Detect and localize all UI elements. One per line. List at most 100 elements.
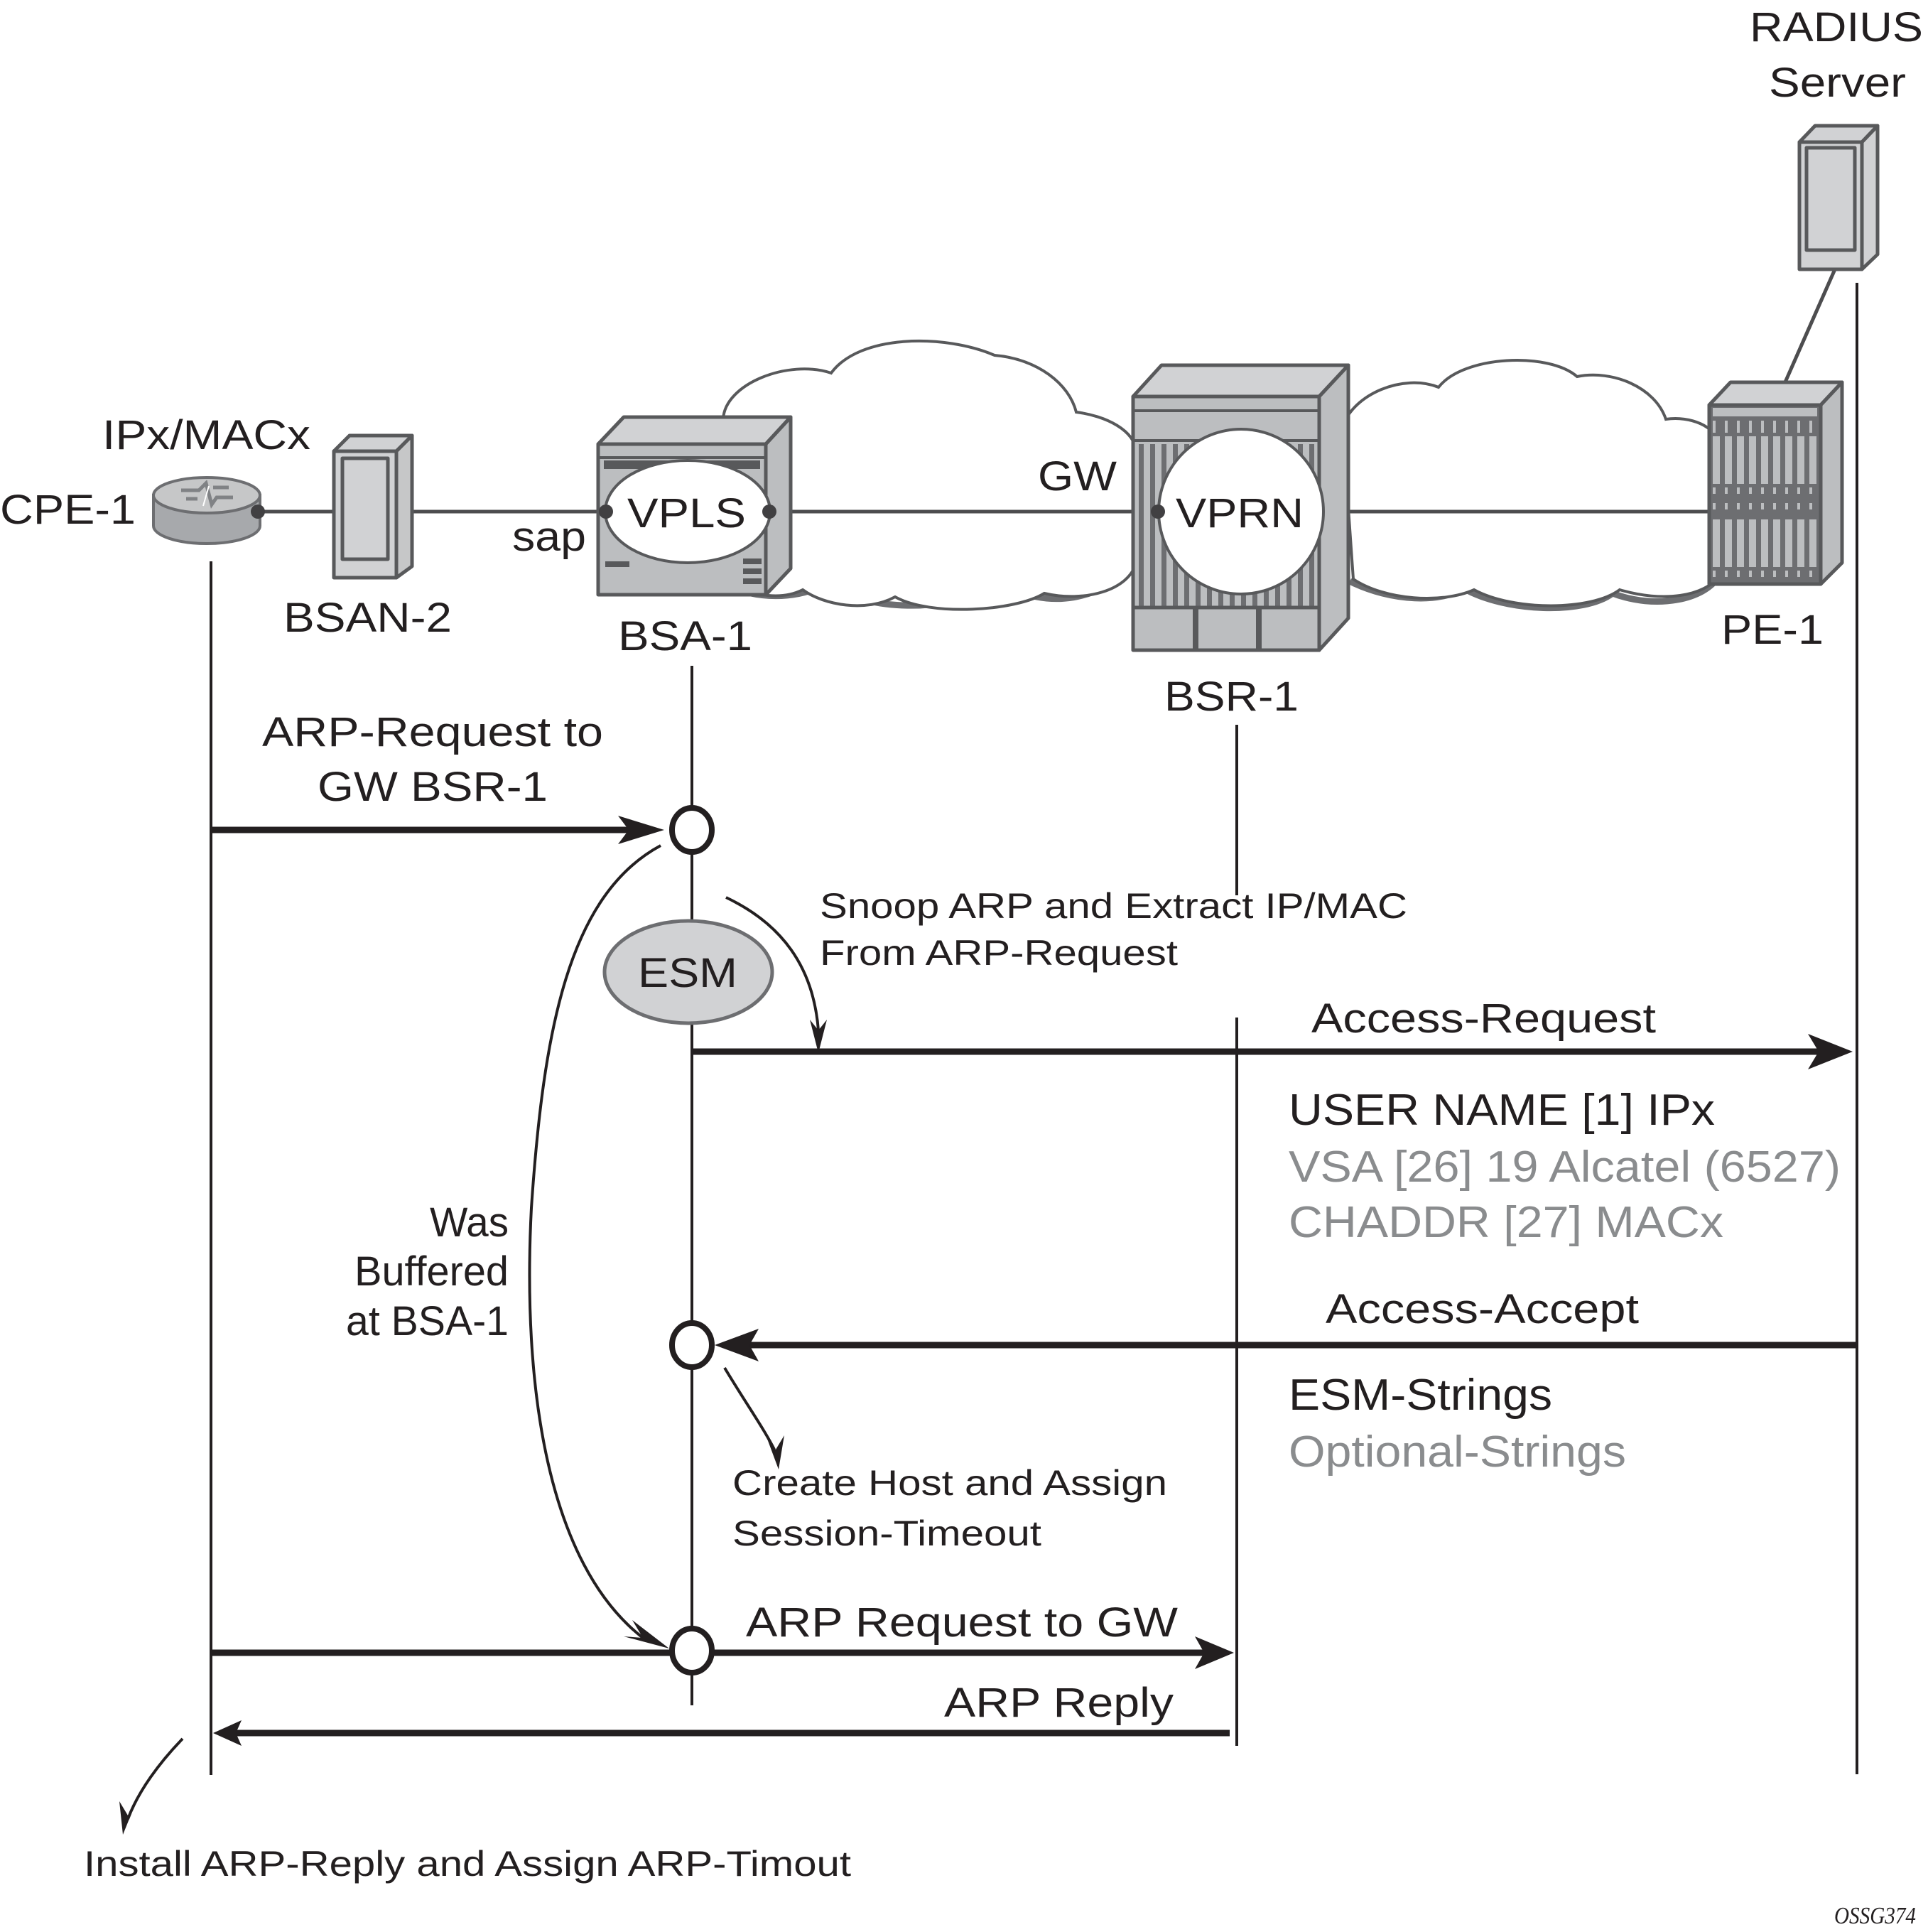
snoop-arrowhead xyxy=(810,1020,827,1053)
bsr-label: BSR-1 xyxy=(1164,674,1299,720)
pe-card-slot xyxy=(1737,519,1744,567)
pe-card-slot xyxy=(1773,421,1776,433)
cpe-label: CPE-1 xyxy=(0,487,136,533)
access-request-attr-chaddr: CHADDR [27] MACx xyxy=(1289,1198,1723,1247)
buffered-curve-arrow xyxy=(528,844,661,1639)
pe-card-slot xyxy=(1773,503,1776,509)
pe-card-slot xyxy=(1761,487,1764,494)
pe-card-slot xyxy=(1713,421,1716,433)
pe-device-icon xyxy=(1707,380,1844,586)
pe-card-slot xyxy=(1809,421,1812,433)
arp-reply-label: ARP Reply xyxy=(944,1680,1174,1726)
pe-card-slot xyxy=(1785,503,1788,509)
pe-card-slot xyxy=(1713,503,1716,509)
pe-card-slot xyxy=(1797,436,1804,484)
arp-request-label-line2: GW BSR-1 xyxy=(318,764,548,810)
bsan-device-icon xyxy=(332,433,414,580)
arp-request-label-line1: ARP-Request to xyxy=(262,709,603,755)
pe-card-slot xyxy=(1797,487,1800,494)
pe-card-slot xyxy=(1809,519,1816,567)
pe-card-slot xyxy=(1785,487,1788,494)
link-pe-radius xyxy=(1782,268,1837,385)
msg-access-request xyxy=(692,1034,1853,1069)
gw-port-dot xyxy=(1151,504,1165,519)
install-curve-arrow xyxy=(126,1737,184,1820)
pe-card-slot xyxy=(1749,571,1752,577)
pe-card-slot xyxy=(1737,571,1740,577)
radius-label-line1: RADIUS xyxy=(1750,4,1923,50)
pe-card-slot xyxy=(1725,519,1732,567)
pe-card-slot xyxy=(1737,503,1740,509)
pe-card-slot xyxy=(1761,571,1764,577)
radius-server-icon xyxy=(1797,124,1880,271)
pe-card-slot xyxy=(1725,487,1728,494)
figure-id: OSSG374 xyxy=(1834,1903,1916,1929)
create-host-note-line2: Session-Timeout xyxy=(732,1513,1041,1553)
msg-arp-reply xyxy=(213,1720,1230,1746)
pe-card-slot xyxy=(1785,436,1792,484)
buffered-note-line1: Was xyxy=(430,1199,509,1246)
access-request-attr-vsa: VSA [26] 19 Alcatel (6527) xyxy=(1289,1143,1841,1192)
pe-card-slot xyxy=(1797,421,1800,433)
create-host-note-line1: Create Host and Assign xyxy=(732,1463,1167,1503)
access-request-attr-user-name: USER NAME [1] IPx xyxy=(1289,1086,1715,1135)
create-host-curve-arrow xyxy=(723,1366,776,1450)
msg-access-accept xyxy=(715,1329,1857,1361)
sap-label: sap xyxy=(512,514,586,560)
pe-card-slot xyxy=(1773,487,1776,494)
pe-card-slot xyxy=(1749,487,1752,494)
pe-card-slot xyxy=(1761,519,1768,567)
pe-card-slot xyxy=(1773,571,1776,577)
cpe-router-icon xyxy=(152,476,265,545)
bsan-label: BSAN-2 xyxy=(283,595,452,641)
pe-card-slot xyxy=(1737,421,1740,433)
esm-label: ESM xyxy=(638,950,737,996)
pe-card-slot xyxy=(1725,571,1728,577)
pe-card-slot xyxy=(1785,519,1792,567)
pe-card-slot xyxy=(1725,436,1732,484)
buffered-note-line2: Buffered xyxy=(354,1248,509,1295)
pe-card-slot xyxy=(1797,519,1804,567)
pe-card-slot xyxy=(1785,571,1788,577)
network-cloud-right xyxy=(1341,359,1722,612)
bsr-card-slot xyxy=(1139,444,1144,606)
pe-card-slot xyxy=(1749,503,1752,509)
sap-port-dot xyxy=(599,504,613,519)
pe-card-slot xyxy=(1725,503,1728,509)
bsr-card-slot xyxy=(1150,444,1155,606)
pe-card-slot xyxy=(1737,436,1744,484)
pe-card-slot xyxy=(1773,519,1780,567)
pe-card-slot xyxy=(1761,436,1768,484)
access-accept-label: Access-Accept xyxy=(1326,1286,1639,1332)
access-accept-attr-esm-strings: ESM-Strings xyxy=(1289,1371,1552,1420)
radius-label-line2: Server xyxy=(1769,60,1906,106)
vprn-label: VPRN xyxy=(1176,490,1304,536)
pe-card-slot xyxy=(1809,571,1812,577)
buffered-note-line3: at BSA-1 xyxy=(346,1298,509,1344)
pe-card-slot xyxy=(1749,421,1752,433)
cpe-address-label: IPx/MACx xyxy=(102,412,310,458)
create-host-arrowhead xyxy=(767,1435,784,1469)
pe-card-slot xyxy=(1809,487,1812,494)
snoop-curve-arrow xyxy=(725,896,820,1031)
vpls-port-dot xyxy=(762,504,776,519)
pe-card-slot xyxy=(1761,421,1764,433)
pe-card-slot xyxy=(1737,487,1740,494)
vpls-label: VPLS xyxy=(627,490,746,536)
pe-card-slot xyxy=(1713,487,1716,494)
pe-card-slot xyxy=(1713,436,1720,484)
pe-card-slot xyxy=(1773,436,1780,484)
pe-card-slot xyxy=(1797,571,1800,577)
pe-card-slot xyxy=(1713,571,1716,577)
pe-card-slot xyxy=(1749,436,1756,484)
pe-card-slot xyxy=(1713,519,1720,567)
pe-card-slot xyxy=(1809,503,1812,509)
pe-card-slot xyxy=(1809,436,1816,484)
pe-card-slot xyxy=(1797,503,1800,509)
pe-card-slot xyxy=(1761,503,1764,509)
snoop-note-line1: Snoop ARP and Extract IP/MAC xyxy=(820,886,1407,926)
pe-card-slot xyxy=(1785,421,1788,433)
buffered-arrowhead xyxy=(624,1620,669,1648)
event-marker-arp-received xyxy=(669,805,715,855)
